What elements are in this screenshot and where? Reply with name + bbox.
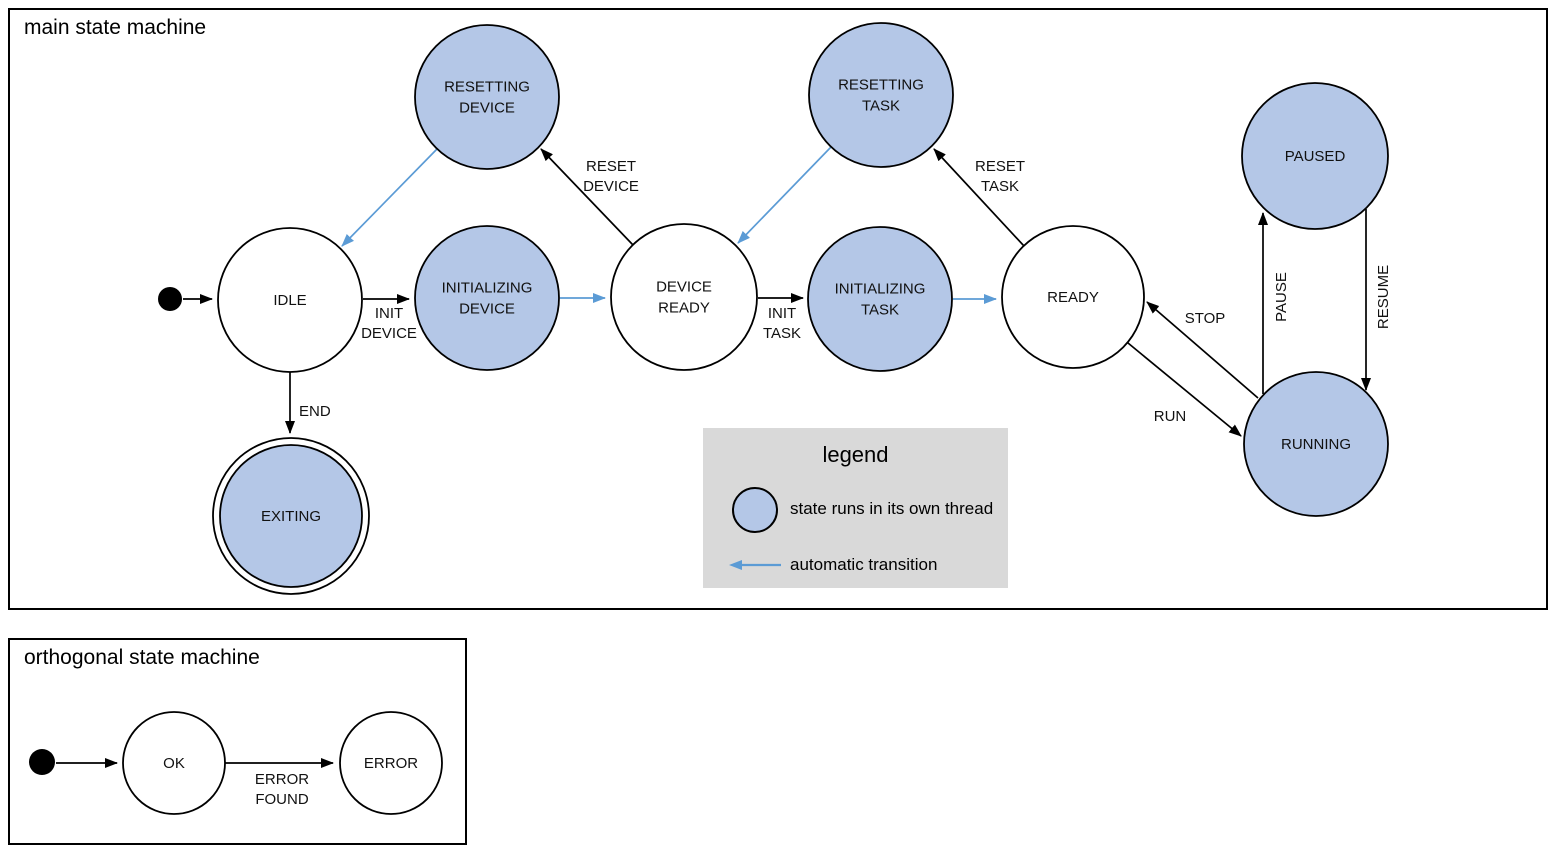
orthogonal-panel-title: orthogonal state machine <box>24 646 260 669</box>
state-paused: PAUSED <box>1241 82 1389 230</box>
state-label-idle: IDLE <box>273 292 306 309</box>
main-state-machine-panel: main state machine <box>8 8 1548 610</box>
main-initial-state-dot <box>158 287 182 311</box>
transition-reset-device <box>540 148 634 246</box>
state-ready: READY <box>1001 225 1145 369</box>
state-running: RUNNING <box>1243 371 1389 517</box>
main-panel-title: main state machine <box>24 16 207 39</box>
state-label-error: ERROR <box>364 755 418 772</box>
legend-automatic-transition-label: automatic transition <box>790 555 938 574</box>
legend-title: legend <box>822 442 889 467</box>
state-label-ok: OK <box>163 755 185 772</box>
transition-label-stop: STOP <box>1185 310 1226 327</box>
state-label-exiting: EXITING <box>261 508 321 525</box>
state-ok: OK <box>122 711 226 815</box>
transition-stop <box>1146 301 1259 399</box>
transition-run <box>1127 342 1242 437</box>
legend-panel: legend state runs in its own thread auto… <box>703 428 1008 588</box>
state-exiting: EXITING <box>212 437 370 595</box>
transition-label-end: END <box>299 403 331 420</box>
transition-reset-task <box>933 148 1025 247</box>
orthogonal-state-machine-panel: orthogonal state machine <box>8 638 467 845</box>
threaded-state-swatch-icon <box>732 487 778 533</box>
orthogonal-initial-state-dot <box>29 749 55 775</box>
state-idle: IDLE <box>217 227 363 373</box>
transition-label-resume: RESUME <box>1375 265 1392 329</box>
state-label-running: RUNNING <box>1281 436 1351 453</box>
state-label-ready: READY <box>1047 289 1099 306</box>
transition-auto-resetting-task-to-device-ready <box>737 146 832 244</box>
state-error: ERROR <box>339 711 443 815</box>
state-label-paused: PAUSED <box>1285 148 1346 165</box>
automatic-transition-arrow-icon <box>729 560 781 570</box>
transition-label-run: RUN <box>1154 408 1187 425</box>
legend-threaded-state-label: state runs in its own thread <box>790 499 994 518</box>
transition-auto-resetting-device-to-idle <box>341 148 438 247</box>
transition-label-pause: PAUSE <box>1273 272 1290 322</box>
